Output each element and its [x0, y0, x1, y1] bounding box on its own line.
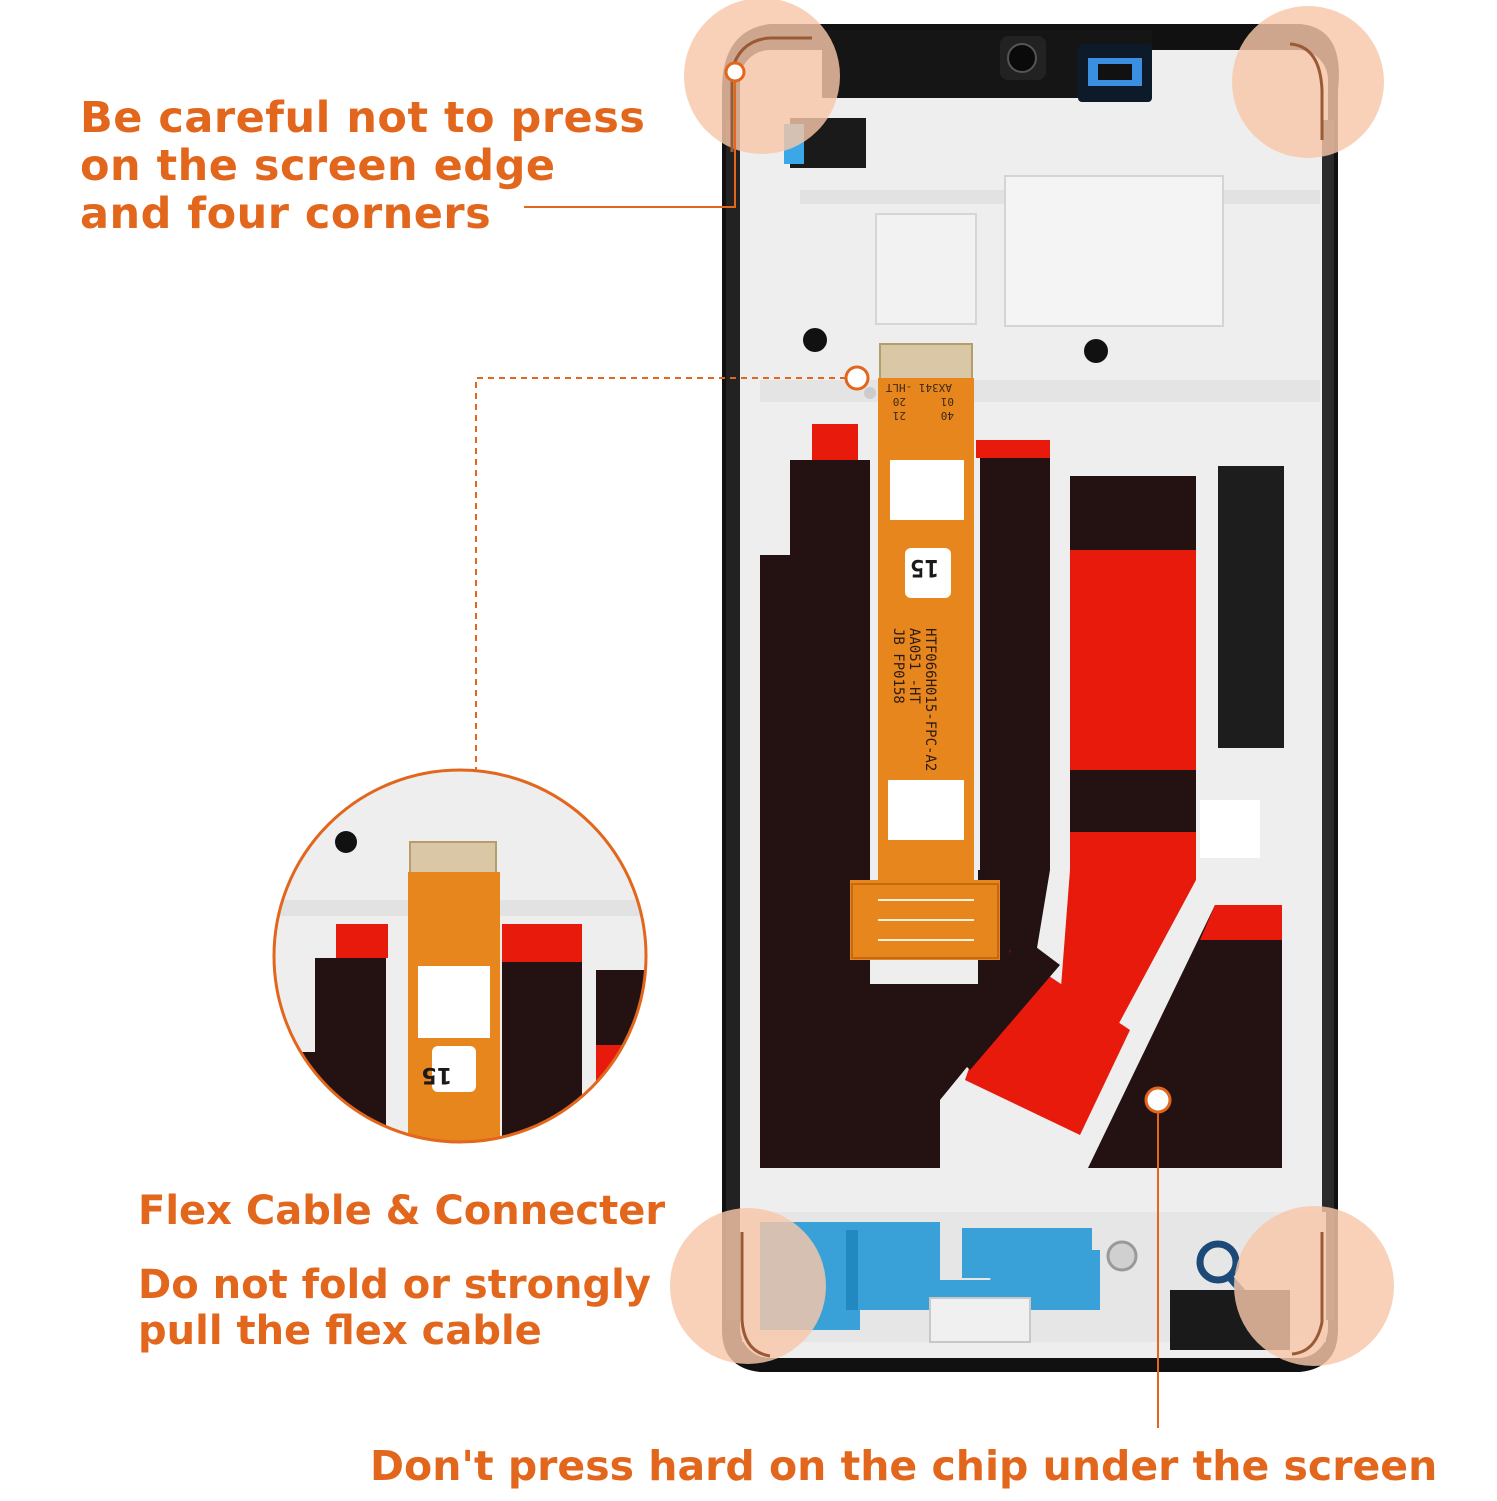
corners-warning-line-3: and four corners: [80, 189, 492, 239]
corner-highlight-bottom-left: [670, 1208, 826, 1364]
corners-warning-line-1: Be careful not to press: [80, 93, 646, 143]
corner-highlight-bottom-right: [1234, 1206, 1394, 1366]
backplate-tapes: [760, 424, 1284, 1168]
corner-highlight-top-right: [1232, 6, 1384, 158]
corners-warning-line-2: on the screen edge: [80, 141, 556, 191]
zoom-inset-border: [272, 768, 648, 1144]
flex-cable-warning: Do not fold or strongly pull the flex ca…: [138, 1262, 651, 1354]
zoom-inset: 15: [272, 768, 648, 1144]
flex-pin-20: 20: [893, 395, 906, 408]
corner-highlight-top-left: [684, 0, 840, 154]
chip-warning-label: Don't press hard on the chip under the s…: [370, 1442, 1438, 1490]
flex-cable-print: AX341 -HLT 01 20 40 21 15: [885, 381, 954, 582]
flex-cable-title: Flex Cable & Connecter: [138, 1188, 666, 1234]
flex-marking-line1: HTF066H015-FPC-A2: [922, 628, 938, 771]
flex-marking-line2: AA051 -HT: [906, 628, 922, 704]
flex-callout-marker: [844, 365, 870, 391]
flex-cable-warning-line-2: pull the flex cable: [138, 1308, 542, 1354]
flex-cable-warning-line-1: Do not fold or strongly: [138, 1262, 651, 1308]
flex-pin-40: 40: [941, 409, 954, 422]
flex-marking: HTF066H015-FPC-A2 AA051 -HT JB FP0158: [890, 628, 938, 771]
bottom-section: [742, 1212, 1326, 1350]
flex-model-code: AX341 -HLT: [885, 381, 952, 394]
chip-callout-marker: [1144, 1086, 1172, 1114]
callout-leaders: [475, 61, 1172, 1428]
corner-callout-marker: [724, 61, 746, 83]
flex-pin-21: 21: [893, 409, 906, 422]
corner-callout-line: [524, 81, 736, 208]
flex-number-badge: 15: [910, 554, 939, 582]
flex-marking-line3: JB FP0158: [890, 628, 906, 704]
zoom-number-badge: 15: [421, 1062, 452, 1087]
flex-pin-01: 01: [941, 395, 954, 408]
corners-warning-label: Be careful not to press on the screen ed…: [80, 94, 645, 238]
flex-cable: [850, 343, 1000, 960]
flex-callout-line: [475, 377, 846, 770]
